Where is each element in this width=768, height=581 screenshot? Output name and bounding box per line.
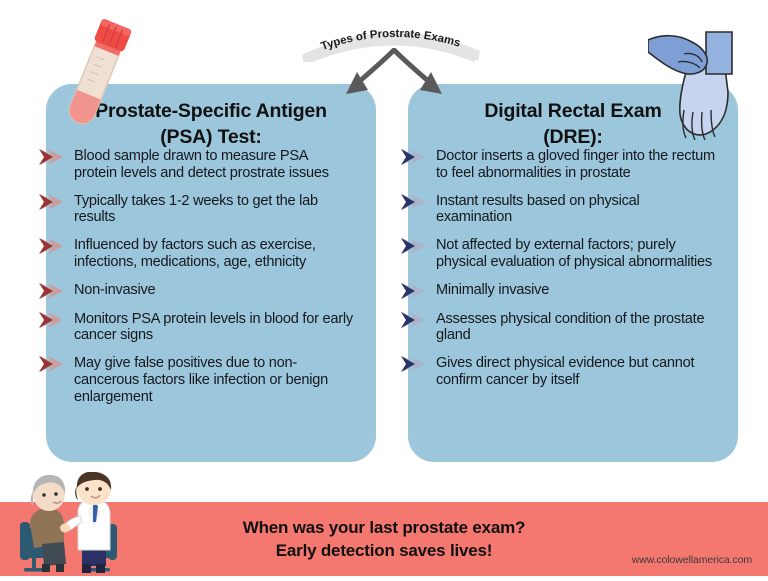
chevron-arrow-icon xyxy=(400,193,430,211)
doctor-patient-consultation-icon xyxy=(8,471,132,576)
card-psa-bullet-list: Blood sample drawn to measure PSA protei… xyxy=(34,148,364,417)
card-dre-title-line2: (DRE): xyxy=(543,126,603,149)
chevron-arrow-icon xyxy=(38,355,68,373)
list-item-text: Assesses physical condition of the prost… xyxy=(436,310,705,344)
chevron-arrow-icon xyxy=(38,282,68,300)
chevron-arrow-icon xyxy=(38,237,68,255)
chevron-arrow-icon xyxy=(400,311,430,329)
list-item-text: Monitors PSA protein levels in blood for… xyxy=(74,310,353,344)
chevron-arrow-icon xyxy=(400,355,430,373)
card-dre-title: Digital Rectal Exam (DRE): xyxy=(408,84,738,153)
list-item-text: Typically takes 1-2 weeks to get the lab… xyxy=(74,192,318,226)
card-psa-title-line2: (PSA) Test: xyxy=(160,126,262,149)
list-item-text: Non-invasive xyxy=(74,281,156,298)
card-dre-bullet-list: Doctor inserts a gloved finger into the … xyxy=(396,148,726,400)
list-item-text: Gives direct physical evidence but canno… xyxy=(436,355,695,389)
list-item-text: Instant results based on physical examin… xyxy=(436,192,640,226)
cta-tagline: Early detection saves lives! xyxy=(275,541,493,560)
blood-test-tube-icon xyxy=(56,18,136,136)
banner-ribbon-icon: Types of Prostrate Exams xyxy=(302,28,480,62)
card-dre-title-line1: Digital Rectal Exam xyxy=(484,100,662,122)
list-item-text: Blood sample drawn to measure PSA protei… xyxy=(74,148,329,181)
gloved-hands-icon xyxy=(647,18,760,141)
list-item-text: Influenced by factors such as exercise, … xyxy=(74,237,316,270)
list-item: Minimally invasive xyxy=(396,282,726,300)
chevron-arrow-icon xyxy=(400,237,430,255)
card-psa-test: Prostate-Specific Antigen (PSA) Test: Bl… xyxy=(39,84,376,462)
list-item: May give false positives due to non-canc… xyxy=(34,355,364,405)
chevron-arrow-icon xyxy=(38,311,68,329)
list-item: Assesses physical condition of the prost… xyxy=(396,311,726,345)
cta-question: When was your last prostate exam? xyxy=(242,517,526,537)
list-item-text: Not affected by external factors; purely… xyxy=(436,237,712,270)
list-item: Not affected by external factors; purely… xyxy=(396,237,726,271)
list-item: Doctor inserts a gloved finger into the … xyxy=(396,148,726,182)
card-psa-title-line1: Prostate-Specific Antigen xyxy=(95,100,327,122)
list-item-text: May give false positives due to non-canc… xyxy=(74,355,328,405)
chevron-arrow-icon xyxy=(400,148,430,166)
list-item: Blood sample drawn to measure PSA protei… xyxy=(34,148,364,182)
chevron-arrow-icon xyxy=(38,148,68,166)
list-item: Influenced by factors such as exercise, … xyxy=(34,237,364,271)
chevron-arrow-icon xyxy=(400,282,430,300)
card-psa-title: Prostate-Specific Antigen (PSA) Test: xyxy=(46,84,376,153)
website-url[interactable]: www.colowellamerica.com xyxy=(631,554,752,566)
list-item: Instant results based on physical examin… xyxy=(396,193,726,227)
list-item: Gives direct physical evidence but canno… xyxy=(396,355,726,389)
branch-arrows-group xyxy=(310,47,478,100)
list-item: Typically takes 1-2 weeks to get the lab… xyxy=(34,193,364,227)
list-item: Non-invasive xyxy=(34,282,364,300)
arrow-pair-icon xyxy=(346,47,442,94)
card-dre-test: Digital Rectal Exam (DRE): Doctor insert… xyxy=(401,84,738,462)
list-item: Monitors PSA protein levels in blood for… xyxy=(34,311,364,345)
chevron-arrow-icon xyxy=(38,193,68,211)
list-item-text: Minimally invasive xyxy=(436,281,550,298)
section-header-banner: Types of Prostrate Exams xyxy=(296,22,486,62)
list-item-text: Doctor inserts a gloved finger into the … xyxy=(436,148,715,181)
